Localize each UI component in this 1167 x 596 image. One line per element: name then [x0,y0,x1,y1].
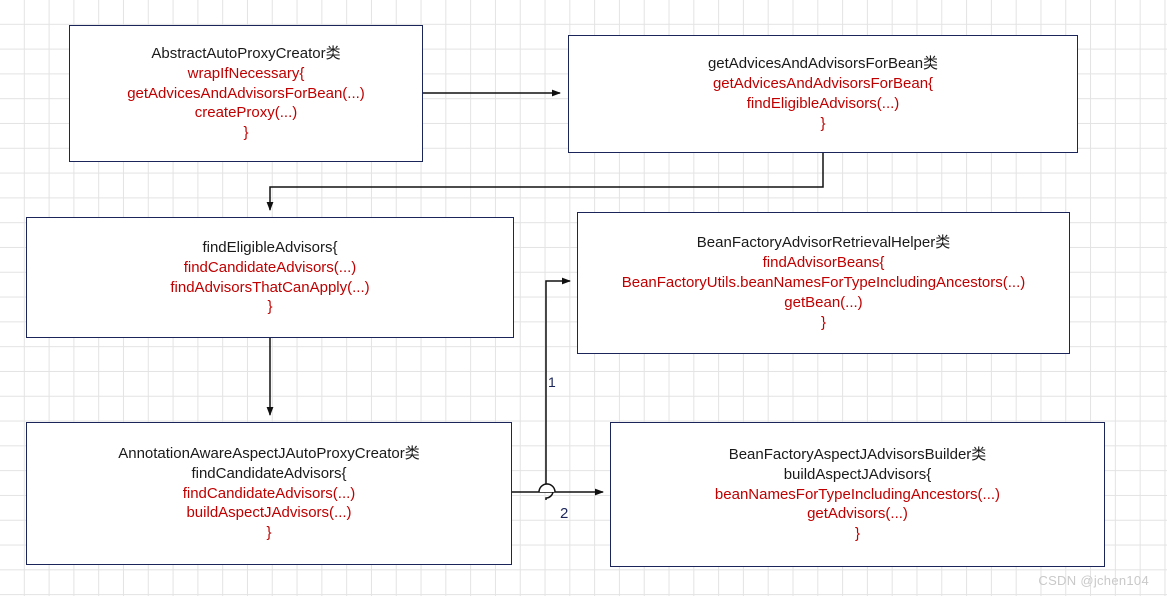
node-line: } [820,114,826,132]
node-header: AbstractAutoProxyCreator类 [151,44,341,62]
node-header: BeanFactoryAdvisorRetrievalHelper类 [696,234,951,252]
node-line: } [243,124,249,142]
node-subheader: findCandidateAdvisors{ [191,464,347,482]
node-subheader: buildAspectJAdvisors{ [783,465,932,483]
node-header: BeanFactoryAspectJAdvisorsBuilder类 [728,445,987,463]
connector-crossing-hop-icon [538,483,556,493]
node-bean-factory-aspectj-advisors-builder[interactable]: BeanFactoryAspectJAdvisorsBuilder类 build… [610,422,1105,567]
node-line: } [820,313,826,331]
node-line: getAdvisors(...) [807,505,908,523]
node-find-eligible-advisors[interactable]: findEligibleAdvisors{ findCandidateAdvis… [26,217,514,338]
connector-getadvices-to-findeligibleadvisors [266,153,824,211]
node-line: findAdvisorBeans{ [762,254,885,272]
edge-label-two: 2 [560,505,569,522]
node-line: findAdvisorsThatCanApply(...) [170,278,370,296]
node-line: getAdvicesAndAdvisorsForBean{ [712,75,934,93]
node-line: } [267,298,273,316]
node-get-advices-and-advisors-for-bean[interactable]: getAdvicesAndAdvisorsForBean类 getAdvices… [568,35,1078,153]
node-line: BeanFactoryUtils.beanNamesForTypeIncludi… [621,274,1026,292]
node-line: findEligibleAdvisors(...) [746,95,900,112]
watermark: CSDN @jchen104 [1038,573,1149,588]
connector-annotationaware-to-retrievalhelper [545,277,571,500]
node-line: createProxy(...) [194,104,298,122]
edge-label-one: 1 [548,374,556,390]
node-line: findCandidateAdvisors(...) [183,258,357,276]
node-line: getBean(...) [784,293,863,311]
node-abstract-auto-proxy-creator[interactable]: AbstractAutoProxyCreator类 wrapIfNecessar… [69,25,423,162]
node-annotation-aware-aspectj-auto-proxy-creator[interactable]: AnnotationAwareAspectJAutoProxyCreator类 … [26,422,512,565]
node-header: getAdvicesAndAdvisorsForBean类 [707,55,939,73]
node-header: AnnotationAwareAspectJAutoProxyCreator类 [118,444,420,462]
node-line: } [854,525,860,543]
node-line: findCandidateAdvisors(...) [182,484,356,502]
node-line: } [266,524,272,542]
node-line: beanNamesForTypeIncludingAncestors(...) [714,485,1001,503]
node-bean-factory-advisor-retrieval-helper[interactable]: BeanFactoryAdvisorRetrievalHelper类 findA… [577,212,1070,354]
node-header: findEligibleAdvisors{ [202,238,338,256]
node-line: getAdvicesAndAdvisorsForBean(...) [127,84,365,102]
node-line: buildAspectJAdvisors(...) [186,504,352,522]
node-line: wrapIfNecessary{ [187,64,305,82]
